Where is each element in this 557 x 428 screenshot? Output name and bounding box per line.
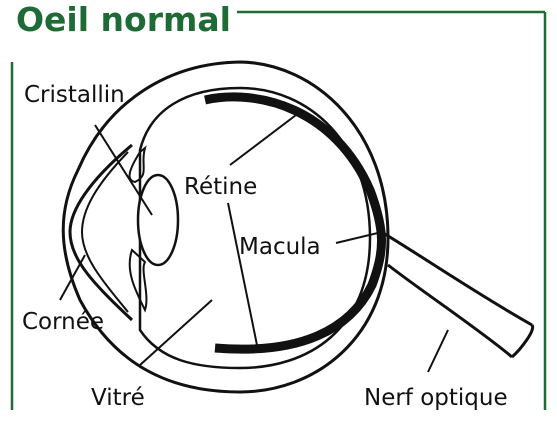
optic-nerve-end bbox=[512, 325, 533, 357]
label-cristallin: Cristallin bbox=[24, 82, 125, 108]
iris-lower bbox=[130, 250, 147, 310]
label-cornee: Cornée bbox=[22, 309, 104, 335]
sclera-outline bbox=[63, 62, 388, 392]
diagram-title: Oeil normal bbox=[16, 0, 237, 42]
leader-retine-bottom bbox=[228, 203, 258, 350]
leader-macula bbox=[336, 232, 382, 243]
cornea-inner bbox=[82, 152, 128, 312]
label-vitre: Vitré bbox=[91, 385, 145, 411]
label-macula: Macula bbox=[239, 234, 321, 260]
leader-nerf bbox=[428, 330, 448, 372]
leader-retine-top bbox=[230, 112, 300, 165]
lens bbox=[138, 175, 178, 265]
cornea bbox=[70, 145, 132, 320]
leader-cornee bbox=[60, 255, 85, 300]
iris-upper bbox=[130, 148, 145, 182]
leader-vitre bbox=[140, 300, 212, 365]
optic-nerve bbox=[378, 230, 532, 357]
label-retine: Rétine bbox=[184, 174, 257, 200]
label-nerf-optique: Nerf optique bbox=[364, 385, 508, 411]
